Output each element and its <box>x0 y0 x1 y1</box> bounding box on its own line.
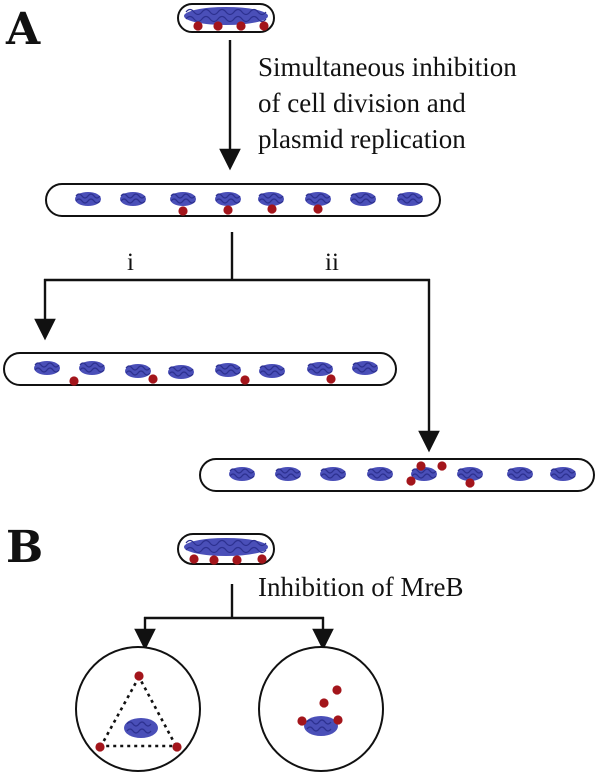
plasmid-icon <box>326 374 336 384</box>
plasmid-icon <box>134 671 144 681</box>
plasmid-icon <box>232 555 242 565</box>
round-cell-left <box>75 646 201 772</box>
plasmid-icon <box>178 206 188 216</box>
plasmid-icon <box>257 554 267 564</box>
caption-b: Inhibition of MreB <box>258 572 463 602</box>
branch-label-i: i <box>127 249 134 276</box>
caption-line-1: Simultaneous inhibition <box>258 52 517 82</box>
caption-line-3: plasmid replication <box>258 124 466 154</box>
plasmid-icon <box>223 205 233 215</box>
plasmid-icon <box>406 476 416 486</box>
plasmid-icon <box>193 21 203 31</box>
plasmid-icon <box>465 478 475 488</box>
plasmid-icon <box>172 742 182 752</box>
plasmid-icon <box>148 374 158 384</box>
round-cell-right <box>258 646 384 772</box>
plasmid-icon <box>267 204 277 214</box>
plasmid-icon <box>209 555 219 565</box>
plasmid-icon <box>240 375 250 385</box>
plasmid-icon <box>213 21 223 31</box>
plasmid-icon <box>313 204 323 214</box>
cell-outcome-i <box>3 352 397 386</box>
cell-initial <box>177 3 275 33</box>
plasmid-icon <box>416 461 426 471</box>
nucleoid-icon <box>183 537 269 557</box>
plasmid-icon <box>319 698 329 708</box>
plasmid-icon <box>69 376 79 386</box>
plasmid-icon <box>95 742 105 752</box>
plasmid-icon <box>259 21 269 31</box>
cell-b-initial <box>177 533 275 565</box>
panel-a-label: A <box>5 4 41 55</box>
caption-line-2: of cell division and <box>258 88 466 118</box>
branch-label-ii: ii <box>325 249 339 276</box>
plasmid-icon <box>437 461 447 471</box>
plasmid-icon <box>297 716 307 726</box>
plasmid-icon <box>236 21 246 31</box>
panel-b-label: B <box>6 522 43 573</box>
cell-outcome-ii <box>199 458 595 492</box>
plasmid-icon <box>189 554 199 564</box>
cell-filament <box>45 183 441 217</box>
plasmid-icon <box>332 685 342 695</box>
plasmid-icon <box>333 715 343 725</box>
